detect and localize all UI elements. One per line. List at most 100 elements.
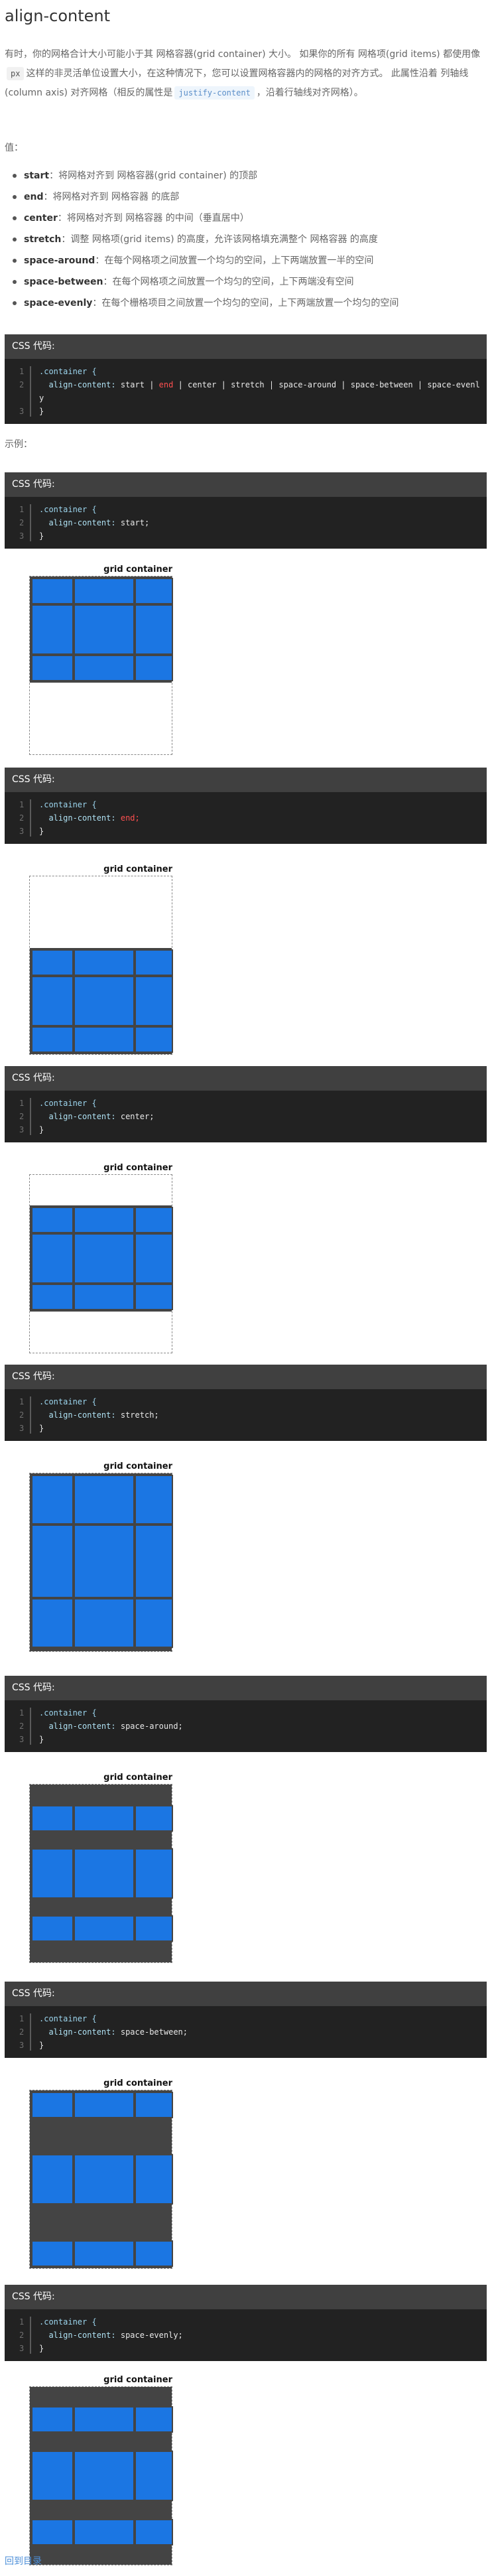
- values-label: 值：: [5, 143, 23, 153]
- example-code-block: CSS 代码: 1.container { 2 align-content: s…: [5, 1982, 487, 2058]
- grid-item: [31, 1915, 74, 1942]
- grid: [30, 1473, 173, 1651]
- grid-item: [74, 1598, 135, 1648]
- grid-item: [74, 1915, 135, 1942]
- code-body: 1.container { 2 align-content: start | e…: [5, 359, 487, 424]
- demo-caption: grid container: [103, 2078, 172, 2088]
- code-line: 3}: [19, 531, 44, 541]
- code-value: end;: [120, 813, 140, 823]
- grid-item: [74, 1848, 135, 1899]
- value-desc: ：将网格对齐到 网格容器 的底部: [43, 192, 180, 202]
- grid-item: [31, 1525, 74, 1598]
- grid: [30, 948, 173, 1054]
- grid-item: [135, 1026, 173, 1053]
- inline-code-justify-content: justify-content: [174, 86, 255, 100]
- grid-item: [31, 949, 74, 976]
- grid-item: [74, 1233, 135, 1284]
- back-to-toc-link[interactable]: 回到目录: [5, 2556, 42, 2567]
- code-header: CSS 代码:: [5, 472, 487, 497]
- grid-item: [31, 655, 74, 681]
- code-line: 3}: [19, 827, 44, 836]
- grid: [30, 576, 173, 683]
- value-name: end: [24, 192, 44, 202]
- grid-item: [135, 1207, 173, 1233]
- grid-item: [135, 1598, 173, 1648]
- grid-item: [74, 2406, 135, 2433]
- code-line: 1.container {: [19, 1397, 97, 1406]
- grid-item: [74, 976, 135, 1026]
- grid-item: [135, 1475, 173, 1525]
- list-item: space-evenly：在每个栅格项目之间放置一个均匀的空间，上下两端放置一个…: [13, 296, 481, 317]
- code-value: space-evenly;: [120, 2331, 183, 2340]
- grid-item: [74, 1475, 135, 1525]
- demo-caption: grid container: [103, 1163, 172, 1173]
- value-name: center: [24, 213, 58, 224]
- value-desc: ：在每个网格项之间放置一个均匀的空间，上下两端没有空间: [103, 277, 354, 287]
- code-line: 3}: [19, 1424, 44, 1433]
- code-line: 1.container {: [19, 505, 97, 514]
- list-item: start：将网格对齐到 网格容器(grid container) 的顶部: [13, 169, 481, 190]
- code-line: 3}: [19, 1735, 44, 1744]
- list-item: end：将网格对齐到 网格容器 的底部: [13, 190, 481, 211]
- grid-item: [74, 2092, 135, 2118]
- grid-container: [29, 1784, 173, 1963]
- grid-item: [31, 1598, 74, 1648]
- grid-item: [74, 1525, 135, 1598]
- value-name: start: [24, 170, 50, 181]
- grid-item: [74, 1026, 135, 1053]
- demo-caption: grid container: [103, 1461, 172, 1471]
- code-header: CSS 代码:: [5, 1066, 487, 1091]
- grid-item: [31, 2451, 74, 2501]
- code-line: 2 align-content: space-evenly;: [19, 2331, 183, 2340]
- value-desc: ：在每个网格项之间放置一个均匀的空间，上下两端放置一半的空间: [95, 255, 374, 266]
- values-list: start：将网格对齐到 网格容器(grid container) 的顶部 en…: [13, 169, 481, 317]
- grid-container: [29, 2090, 173, 2269]
- intro-text-1: 有时，你的网格合计大小可能小于其 网格容器(grid container) 大小…: [5, 49, 481, 60]
- list-item: stretch：调整 网格项(grid items) 的高度，允许该网格填充满整…: [13, 232, 481, 253]
- code-body: 1.container { 2 align-content: space-eve…: [5, 2309, 487, 2361]
- code-body: 1.container { 2 align-content: end; 3}: [5, 792, 487, 844]
- code-body: 1.container { 2 align-content: center; 3…: [5, 1091, 487, 1142]
- grid-item: [135, 1525, 173, 1598]
- grid-item: [135, 2092, 173, 2118]
- code-line: 2 align-content: stretch;: [19, 1410, 159, 1420]
- demo-caption: grid container: [103, 2375, 172, 2385]
- grid: [30, 1785, 173, 1962]
- code-line: 2 align-content: start;: [19, 518, 150, 527]
- code-option: space-around: [278, 380, 337, 389]
- grid-item: [135, 2406, 173, 2433]
- grid-item: [135, 2154, 173, 2204]
- code-line: 2 align-content: end;: [19, 813, 140, 823]
- grid-item: [135, 1233, 173, 1284]
- code-header: CSS 代码:: [5, 768, 487, 792]
- code-header: CSS 代码:: [5, 334, 487, 359]
- value-desc: ：调整 网格项(grid items) 的高度，允许该网格填充满整个 网格容器 …: [61, 234, 378, 245]
- code-line: 1.container {: [19, 1708, 97, 1718]
- example-code-block: CSS 代码: 1.container { 2 align-content: c…: [5, 1066, 487, 1142]
- code-line: 3}: [19, 407, 44, 416]
- inline-code-px: px: [7, 67, 25, 80]
- grid-item: [74, 2519, 135, 2545]
- grid-item: [31, 1233, 74, 1284]
- code-body: 1.container { 2 align-content: start; 3}: [5, 497, 487, 549]
- grid-item: [31, 2406, 74, 2433]
- code-value: stretch;: [120, 1410, 159, 1420]
- code-line: 3}: [19, 2344, 44, 2353]
- code-option: center: [188, 380, 217, 389]
- code-line: 1.container {: [19, 1099, 97, 1108]
- code-line: 2 align-content: space-between;: [19, 2027, 188, 2037]
- value-name: stretch: [24, 234, 62, 245]
- grid-item: [31, 1848, 74, 1899]
- grid-item: [31, 1284, 74, 1310]
- code-option: stretch: [231, 380, 265, 389]
- value-desc: ：将网格对齐到 网格容器 的中间（垂直居中）: [57, 213, 249, 224]
- demo-caption: grid container: [103, 864, 172, 874]
- code-line: 3}: [19, 1125, 44, 1134]
- grid-item: [135, 578, 173, 604]
- example-code-block: CSS 代码: 1.container { 2 align-content: s…: [5, 1676, 487, 1752]
- value-name: space-around: [24, 255, 95, 266]
- code-option: end: [158, 380, 174, 389]
- grid-item: [135, 976, 173, 1026]
- intro-text-3: ，沿着行轴线对齐网格）。: [256, 88, 363, 98]
- example-label: 示例：: [5, 439, 32, 450]
